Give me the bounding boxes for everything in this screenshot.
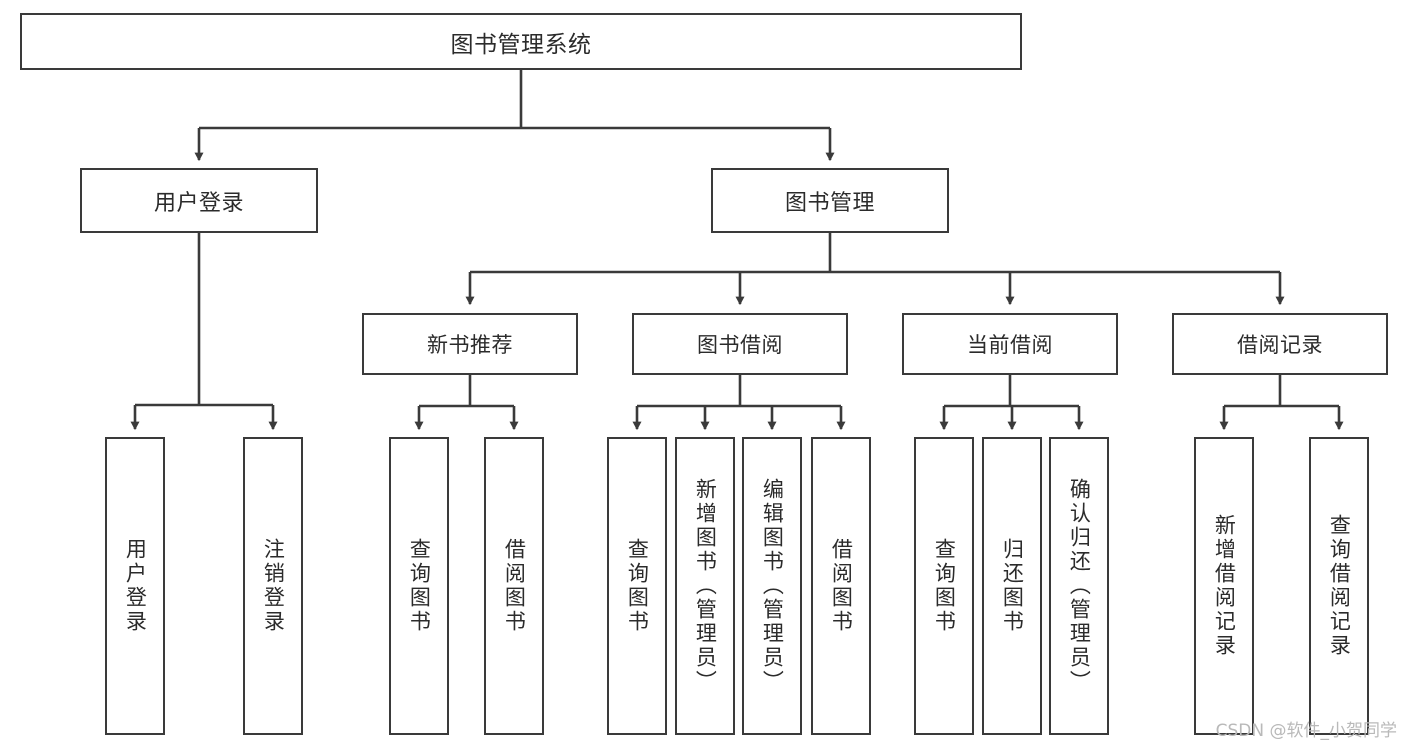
node-leaf-query-borrow-record-label: 查询借阅记录 bbox=[1327, 514, 1352, 658]
node-book-borrow-label: 图书借阅 bbox=[697, 333, 783, 357]
node-leaf-new-book-query-label: 查询图书 bbox=[407, 538, 432, 634]
node-leaf-current-query-book-label: 查询图书 bbox=[932, 538, 957, 634]
node-leaf-borrow-query-book[interactable]: 查询图书 bbox=[607, 437, 667, 735]
node-book-management-label: 图书管理 bbox=[784, 190, 875, 216]
node-new-book-recommend[interactable]: 新书推荐 bbox=[362, 313, 578, 375]
node-current-borrow[interactable]: 当前借阅 bbox=[902, 313, 1118, 375]
node-leaf-borrow-book[interactable]: 借阅图书 bbox=[811, 437, 871, 735]
node-leaf-return-book[interactable]: 归还图书 bbox=[982, 437, 1042, 735]
node-borrow-record-label: 借阅记录 bbox=[1237, 333, 1323, 357]
node-leaf-current-query-book[interactable]: 查询图书 bbox=[914, 437, 974, 735]
node-leaf-logout[interactable]: 注销登录 bbox=[243, 437, 303, 735]
node-leaf-logout-label: 注销登录 bbox=[261, 538, 286, 634]
node-leaf-edit-book-admin[interactable]: 编辑图书（管理员） bbox=[742, 437, 802, 735]
node-user-login-label: 用户登录 bbox=[153, 190, 244, 216]
node-leaf-user-login[interactable]: 用户登录 bbox=[105, 437, 165, 735]
node-root-label: 图书管理系统 bbox=[450, 31, 592, 58]
node-leaf-return-book-label: 归还图书 bbox=[1000, 538, 1025, 634]
node-user-login[interactable]: 用户登录 bbox=[80, 168, 318, 233]
node-borrow-record[interactable]: 借阅记录 bbox=[1172, 313, 1388, 375]
node-root-system[interactable]: 图书管理系统 bbox=[20, 13, 1022, 70]
node-current-borrow-label: 当前借阅 bbox=[967, 333, 1053, 357]
node-leaf-add-borrow-record[interactable]: 新增借阅记录 bbox=[1194, 437, 1254, 735]
node-leaf-borrow-book-label: 借阅图书 bbox=[829, 538, 854, 634]
node-leaf-edit-book-admin-label: 编辑图书（管理员） bbox=[760, 478, 785, 694]
node-book-borrow[interactable]: 图书借阅 bbox=[632, 313, 848, 375]
node-book-management[interactable]: 图书管理 bbox=[711, 168, 949, 233]
node-leaf-confirm-return-admin-label: 确认归还（管理员） bbox=[1067, 478, 1092, 694]
node-leaf-new-book-borrow-label: 借阅图书 bbox=[502, 538, 527, 634]
node-new-book-recommend-label: 新书推荐 bbox=[427, 333, 513, 357]
node-leaf-confirm-return-admin[interactable]: 确认归还（管理员） bbox=[1049, 437, 1109, 735]
node-leaf-user-login-label: 用户登录 bbox=[123, 538, 148, 634]
node-leaf-new-book-query[interactable]: 查询图书 bbox=[389, 437, 449, 735]
node-leaf-new-book-borrow[interactable]: 借阅图书 bbox=[484, 437, 544, 735]
node-leaf-borrow-query-book-label: 查询图书 bbox=[625, 538, 650, 634]
node-leaf-add-book-admin-label: 新增图书（管理员） bbox=[693, 478, 718, 694]
node-leaf-add-borrow-record-label: 新增借阅记录 bbox=[1212, 514, 1237, 658]
node-leaf-query-borrow-record[interactable]: 查询借阅记录 bbox=[1309, 437, 1369, 735]
node-leaf-add-book-admin[interactable]: 新增图书（管理员） bbox=[675, 437, 735, 735]
